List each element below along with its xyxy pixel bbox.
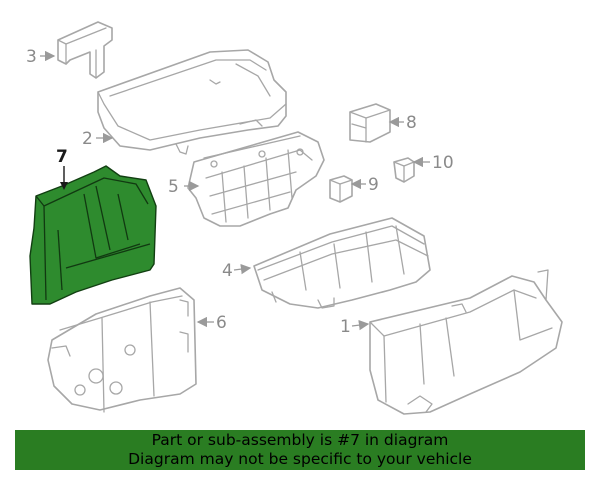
footer-line-1: Part or sub-assembly is #7 in diagram — [151, 431, 449, 449]
callout-7: 7 — [56, 147, 68, 167]
callout-6: 6 — [216, 313, 227, 333]
callout-8: 8 — [406, 113, 417, 133]
callout-2: 2 — [82, 129, 93, 149]
part-3-bracket[interactable] — [57, 21, 113, 79]
parts-diagram: 1 2 3 4 5 6 7 8 9 10 — [26, 21, 563, 415]
part-7-highlighted[interactable] — [29, 165, 157, 305]
callout-9: 9 — [368, 175, 379, 195]
callout-1: 1 — [340, 317, 351, 337]
footer-line-2: Diagram may not be specific to your vehi… — [128, 450, 472, 468]
part-9-fuse[interactable] — [329, 175, 353, 203]
callout-labels: 1 2 3 4 5 6 7 8 9 10 — [26, 47, 454, 337]
part-4-fuse-tray[interactable] — [253, 217, 431, 309]
callout-4: 4 — [222, 261, 233, 281]
part-6-lower-housing[interactable] — [47, 287, 197, 413]
callout-3: 3 — [26, 47, 37, 67]
part-2-cover[interactable] — [97, 49, 287, 155]
part-10-fuse[interactable] — [393, 157, 415, 183]
callout-5: 5 — [168, 177, 179, 197]
footer-banner: Part or sub-assembly is #7 in diagram Di… — [15, 430, 585, 470]
callout-leaders — [40, 50, 430, 331]
part-5-fuse-block[interactable] — [187, 131, 325, 227]
callout-10: 10 — [432, 153, 454, 173]
part-1-main-box[interactable] — [369, 269, 563, 415]
part-8-relay[interactable] — [349, 103, 391, 143]
